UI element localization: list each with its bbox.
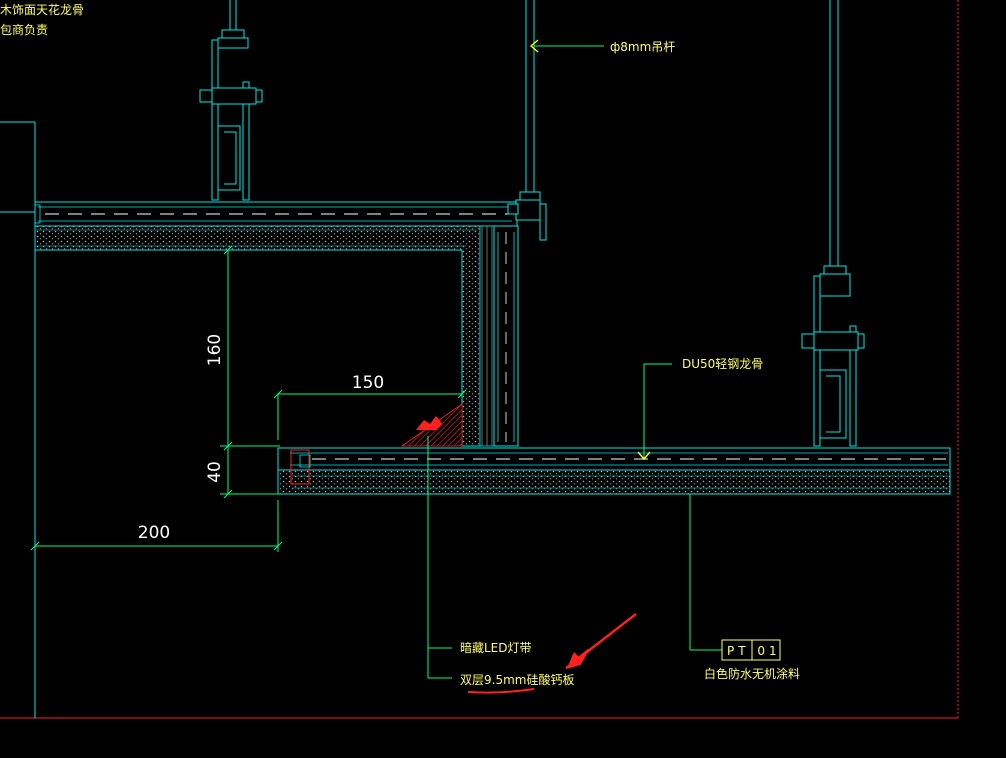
corner-notes: 木饰面天花龙骨 包商负责 [0,2,84,37]
leader-arrows [529,39,651,461]
dim-label-40: 40 [205,461,225,483]
hanger-assembly-middle [507,0,547,241]
led-strip-detail [400,403,463,447]
red-underline [467,688,535,694]
left-wall [0,121,36,718]
upper-ceiling-layer [34,201,518,447]
paint-code-box [721,639,781,661]
paint-desc-label: 白色防水无机涂料 [704,666,800,681]
corner-note-2: 包商负责 [0,22,48,37]
led-strip-label: 暗藏LED灯带 [460,640,532,655]
corner-note-1: 木饰面天花龙骨 [0,2,84,17]
hanger-assembly-left [199,0,263,201]
leader-lines [427,45,722,679]
paint-code-label: PT 01 [727,644,781,658]
board-label: 双层9.5mm硅酸钙板 [460,672,574,687]
dim-label-200: 200 [138,523,170,543]
vertical-fascia [479,225,519,447]
main-keel-label: DU50轻钢龙骨 [682,357,763,371]
lower-ceiling-layer [277,447,951,495]
hanger-assembly-right [801,0,865,447]
hanger-rod-label: ф8mm吊杆 [610,40,675,54]
dim-label-150: 150 [352,373,384,393]
dim-label-160: 160 [205,334,225,366]
frame-border [0,0,959,719]
dimension-lines [30,245,467,552]
red-arrow-icon [565,613,637,669]
